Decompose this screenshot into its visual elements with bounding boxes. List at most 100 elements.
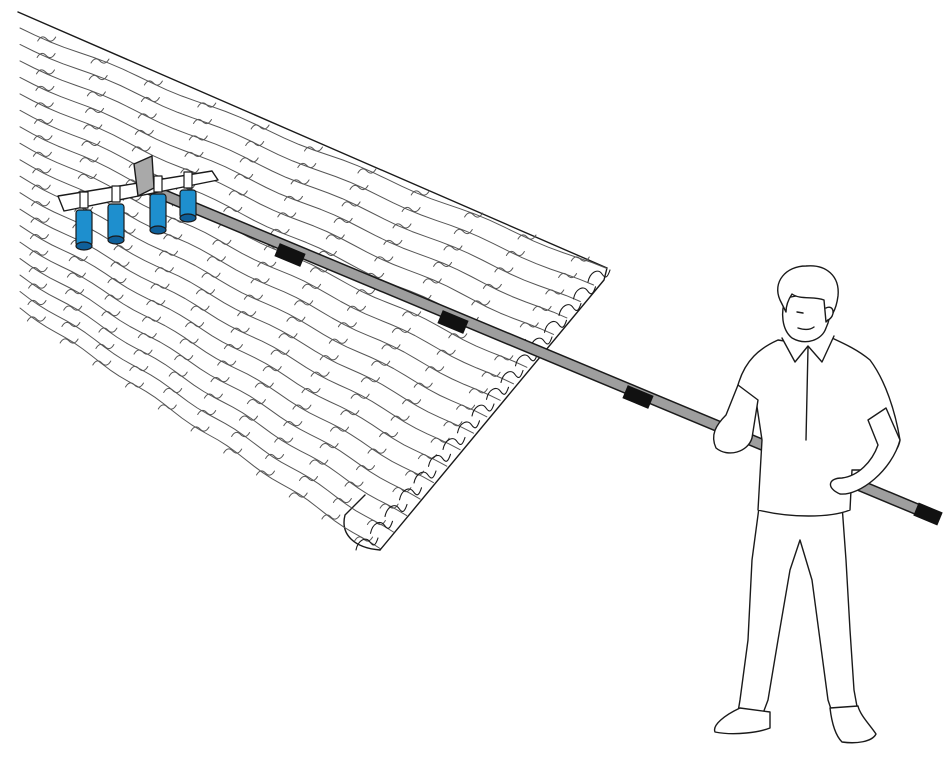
roof-gutter-curve <box>343 494 381 551</box>
roof-tile-crest <box>86 91 106 97</box>
roof-tile-crest <box>231 431 251 438</box>
roof-tile-crest <box>193 118 212 125</box>
roof-tile-crest <box>27 299 47 306</box>
roof-tile-crest <box>292 404 312 410</box>
roof-tile-crest <box>250 278 270 284</box>
roof-tile-crest <box>328 338 348 344</box>
roof-tile-crest <box>519 322 539 328</box>
roof-tile-crest <box>133 349 153 355</box>
tool-cup-base <box>149 225 167 235</box>
roof-tile-crest <box>77 173 97 179</box>
roof-tile-crest <box>223 448 243 454</box>
roof-tile-crest <box>401 206 421 213</box>
roof-tile-crest <box>297 162 317 169</box>
roof-eave-wave <box>427 453 452 467</box>
tool-mount-plate <box>133 155 155 197</box>
roof-tile-crest <box>223 344 243 350</box>
roof-eave-waves <box>355 269 611 551</box>
roof-eave-wave <box>514 353 539 367</box>
roof-tile-crest <box>344 481 364 487</box>
roof-tile-crest <box>29 234 49 240</box>
roof-tile-crest <box>340 410 360 416</box>
roof-tile-crest <box>230 327 250 333</box>
roof-tile-crest <box>464 212 484 218</box>
roof-eave-edge <box>379 267 608 551</box>
roof-tile-crest <box>137 113 157 119</box>
roof-tile-crest <box>143 80 163 86</box>
tool-cup <box>149 193 167 231</box>
roof-tile-crest <box>356 289 376 295</box>
roof-tile-crest <box>197 102 217 108</box>
roof-tile-crest <box>68 256 88 262</box>
roof-tile-crest <box>29 250 49 256</box>
roof-tile-crest <box>390 415 410 421</box>
roof-tile-crest <box>154 267 174 273</box>
roof-tile-crest <box>36 52 56 59</box>
roof-tile-crest <box>250 124 270 130</box>
roof-tile-crest <box>201 272 221 278</box>
roof-tile-crest <box>379 432 399 438</box>
roof-tile-crest <box>36 69 55 75</box>
roof-corrugation-line <box>19 142 514 385</box>
tool-cup-base <box>107 235 125 245</box>
pole-joint-bands <box>274 243 654 409</box>
roof-tile-crest <box>468 388 488 394</box>
roof-corrugation-line <box>19 27 608 269</box>
roof-corrugation-line <box>19 274 408 517</box>
roof-tile-crest <box>98 327 118 333</box>
roof-tile-crest <box>28 267 48 273</box>
roof-tile-crest <box>270 228 290 234</box>
roof-tile-crest <box>286 316 306 322</box>
roof-tile-crest <box>570 256 590 262</box>
roof-tile-crest <box>448 333 468 339</box>
tool-cups <box>75 171 197 251</box>
roof-tile-crest <box>381 344 401 350</box>
roof-corrugation-line <box>19 76 568 319</box>
roof-tile-crest <box>360 377 380 383</box>
roof-tile-crest <box>113 245 133 251</box>
roof-tile-crest <box>405 470 425 476</box>
roof-tile-crest <box>146 300 166 306</box>
roof-tile-crest <box>88 74 108 81</box>
roof-tile-crest <box>28 283 48 289</box>
roof-tile-crest <box>453 228 473 235</box>
roof-tile-crest <box>410 190 430 196</box>
roof-tile-crest <box>134 129 154 135</box>
roof-eave-wave <box>572 286 597 300</box>
pole-grip <box>913 502 943 526</box>
roof-eave-wave <box>442 436 466 451</box>
roof-tile-crest <box>379 503 399 509</box>
roof-tile-crest <box>422 278 442 284</box>
roof-tile-crest <box>90 58 110 64</box>
roof-tile-crest <box>63 305 83 311</box>
roof-tile-crest <box>61 321 81 328</box>
roof-tile-crest <box>104 294 124 300</box>
person-placket <box>805 347 809 441</box>
roof-tile-crest <box>433 261 453 267</box>
roof-tile-crest <box>262 366 282 372</box>
roof-tile-crest <box>37 36 57 42</box>
roof-tile-crest <box>81 140 101 146</box>
roof-tile-crest <box>436 349 456 355</box>
roof-tile-crest <box>234 173 254 179</box>
roof-tile-crest <box>237 311 257 317</box>
roof-tile-crest <box>392 487 412 493</box>
roof-corrugation-line <box>19 93 555 335</box>
roof-corrugation-line <box>19 175 488 418</box>
roof-tile-crest <box>349 184 369 191</box>
roof-corrugation-line <box>19 241 434 484</box>
roof-tile-crest <box>517 234 537 240</box>
roof-tile-crest <box>290 179 310 185</box>
roof-tile-crest <box>274 437 294 443</box>
tool-cup-base <box>75 241 93 251</box>
pole-joint-band <box>622 385 654 409</box>
pole-joint-band <box>274 243 306 267</box>
roof-tile-crest <box>137 333 157 339</box>
roof-tile-crest <box>210 377 230 383</box>
roof-tile-crest <box>494 355 514 361</box>
roof-tile-crest <box>32 168 52 174</box>
roof-tile-crest <box>265 453 285 460</box>
roof-tile-crest <box>341 201 361 207</box>
roof-tile-crest <box>26 316 46 322</box>
